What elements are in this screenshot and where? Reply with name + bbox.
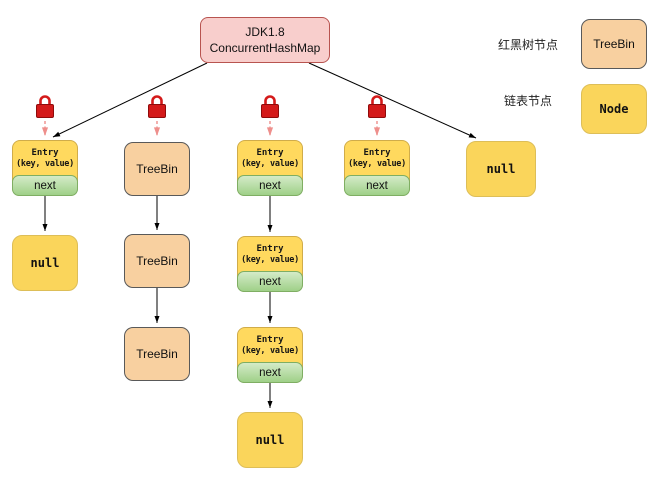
- bucket1-null-node: null: [12, 235, 78, 291]
- bucket1-entry-node: Entry (key, value) next: [12, 140, 78, 196]
- lock-icon: [36, 95, 54, 118]
- root-title-line2: ConcurrentHashMap: [209, 41, 321, 55]
- entry-header: Entry (key, value): [238, 237, 302, 272]
- bucket5-null-node: null: [466, 141, 536, 197]
- entry-next-field: next: [12, 175, 78, 196]
- bucket3-entry-node-2: Entry (key, value) next: [237, 236, 303, 292]
- edge-root-to-bucket5: [308, 62, 477, 139]
- root-title-line1: JDK1.8: [245, 24, 285, 39]
- bucket2-treebin-node-1: TreeBin: [124, 142, 190, 196]
- lock-icon: [148, 95, 166, 118]
- edge-root-to-bucket1: [52, 62, 208, 138]
- entry-header: Entry (key, value): [345, 141, 409, 176]
- bucket3-entry-node-3: Entry (key, value) next: [237, 327, 303, 383]
- bucket3-entry-node-1: Entry (key, value) next: [237, 140, 303, 196]
- entry-title: Entry: [256, 243, 284, 254]
- root-node: JDK1.8 ConcurrentHashMap: [200, 17, 330, 63]
- bucket2-treebin-node-3: TreeBin: [124, 327, 190, 381]
- entry-subtitle: (key, value): [16, 158, 74, 169]
- entry-title: Entry: [256, 334, 284, 345]
- entry-header: Entry (key, value): [238, 141, 302, 176]
- entry-next-field: next: [237, 362, 303, 383]
- legend-rbtree-label: 红黑树节点: [497, 38, 558, 52]
- entry-title: Entry: [256, 147, 284, 158]
- bucket3-null-node: null: [237, 412, 303, 468]
- entry-subtitle: (key, value): [348, 158, 406, 169]
- entry-title: Entry: [363, 147, 391, 158]
- entry-subtitle: (key, value): [241, 158, 299, 169]
- legend-node-node: Node: [581, 84, 647, 134]
- entry-next-field: next: [237, 175, 303, 196]
- entry-next-field: next: [237, 271, 303, 292]
- entry-header: Entry (key, value): [238, 328, 302, 363]
- legend-treebin-node: TreeBin: [581, 19, 647, 69]
- legend-list-label: 链表节点: [503, 94, 552, 108]
- bucket4-entry-node: Entry (key, value) next: [344, 140, 410, 196]
- lock-icon: [368, 95, 386, 118]
- entry-title: Entry: [31, 147, 59, 158]
- entry-subtitle: (key, value): [241, 345, 299, 356]
- bucket2-treebin-node-2: TreeBin: [124, 234, 190, 288]
- entry-next-field: next: [344, 175, 410, 196]
- entry-subtitle: (key, value): [241, 254, 299, 265]
- lock-icon: [261, 95, 279, 118]
- entry-header: Entry (key, value): [13, 141, 77, 176]
